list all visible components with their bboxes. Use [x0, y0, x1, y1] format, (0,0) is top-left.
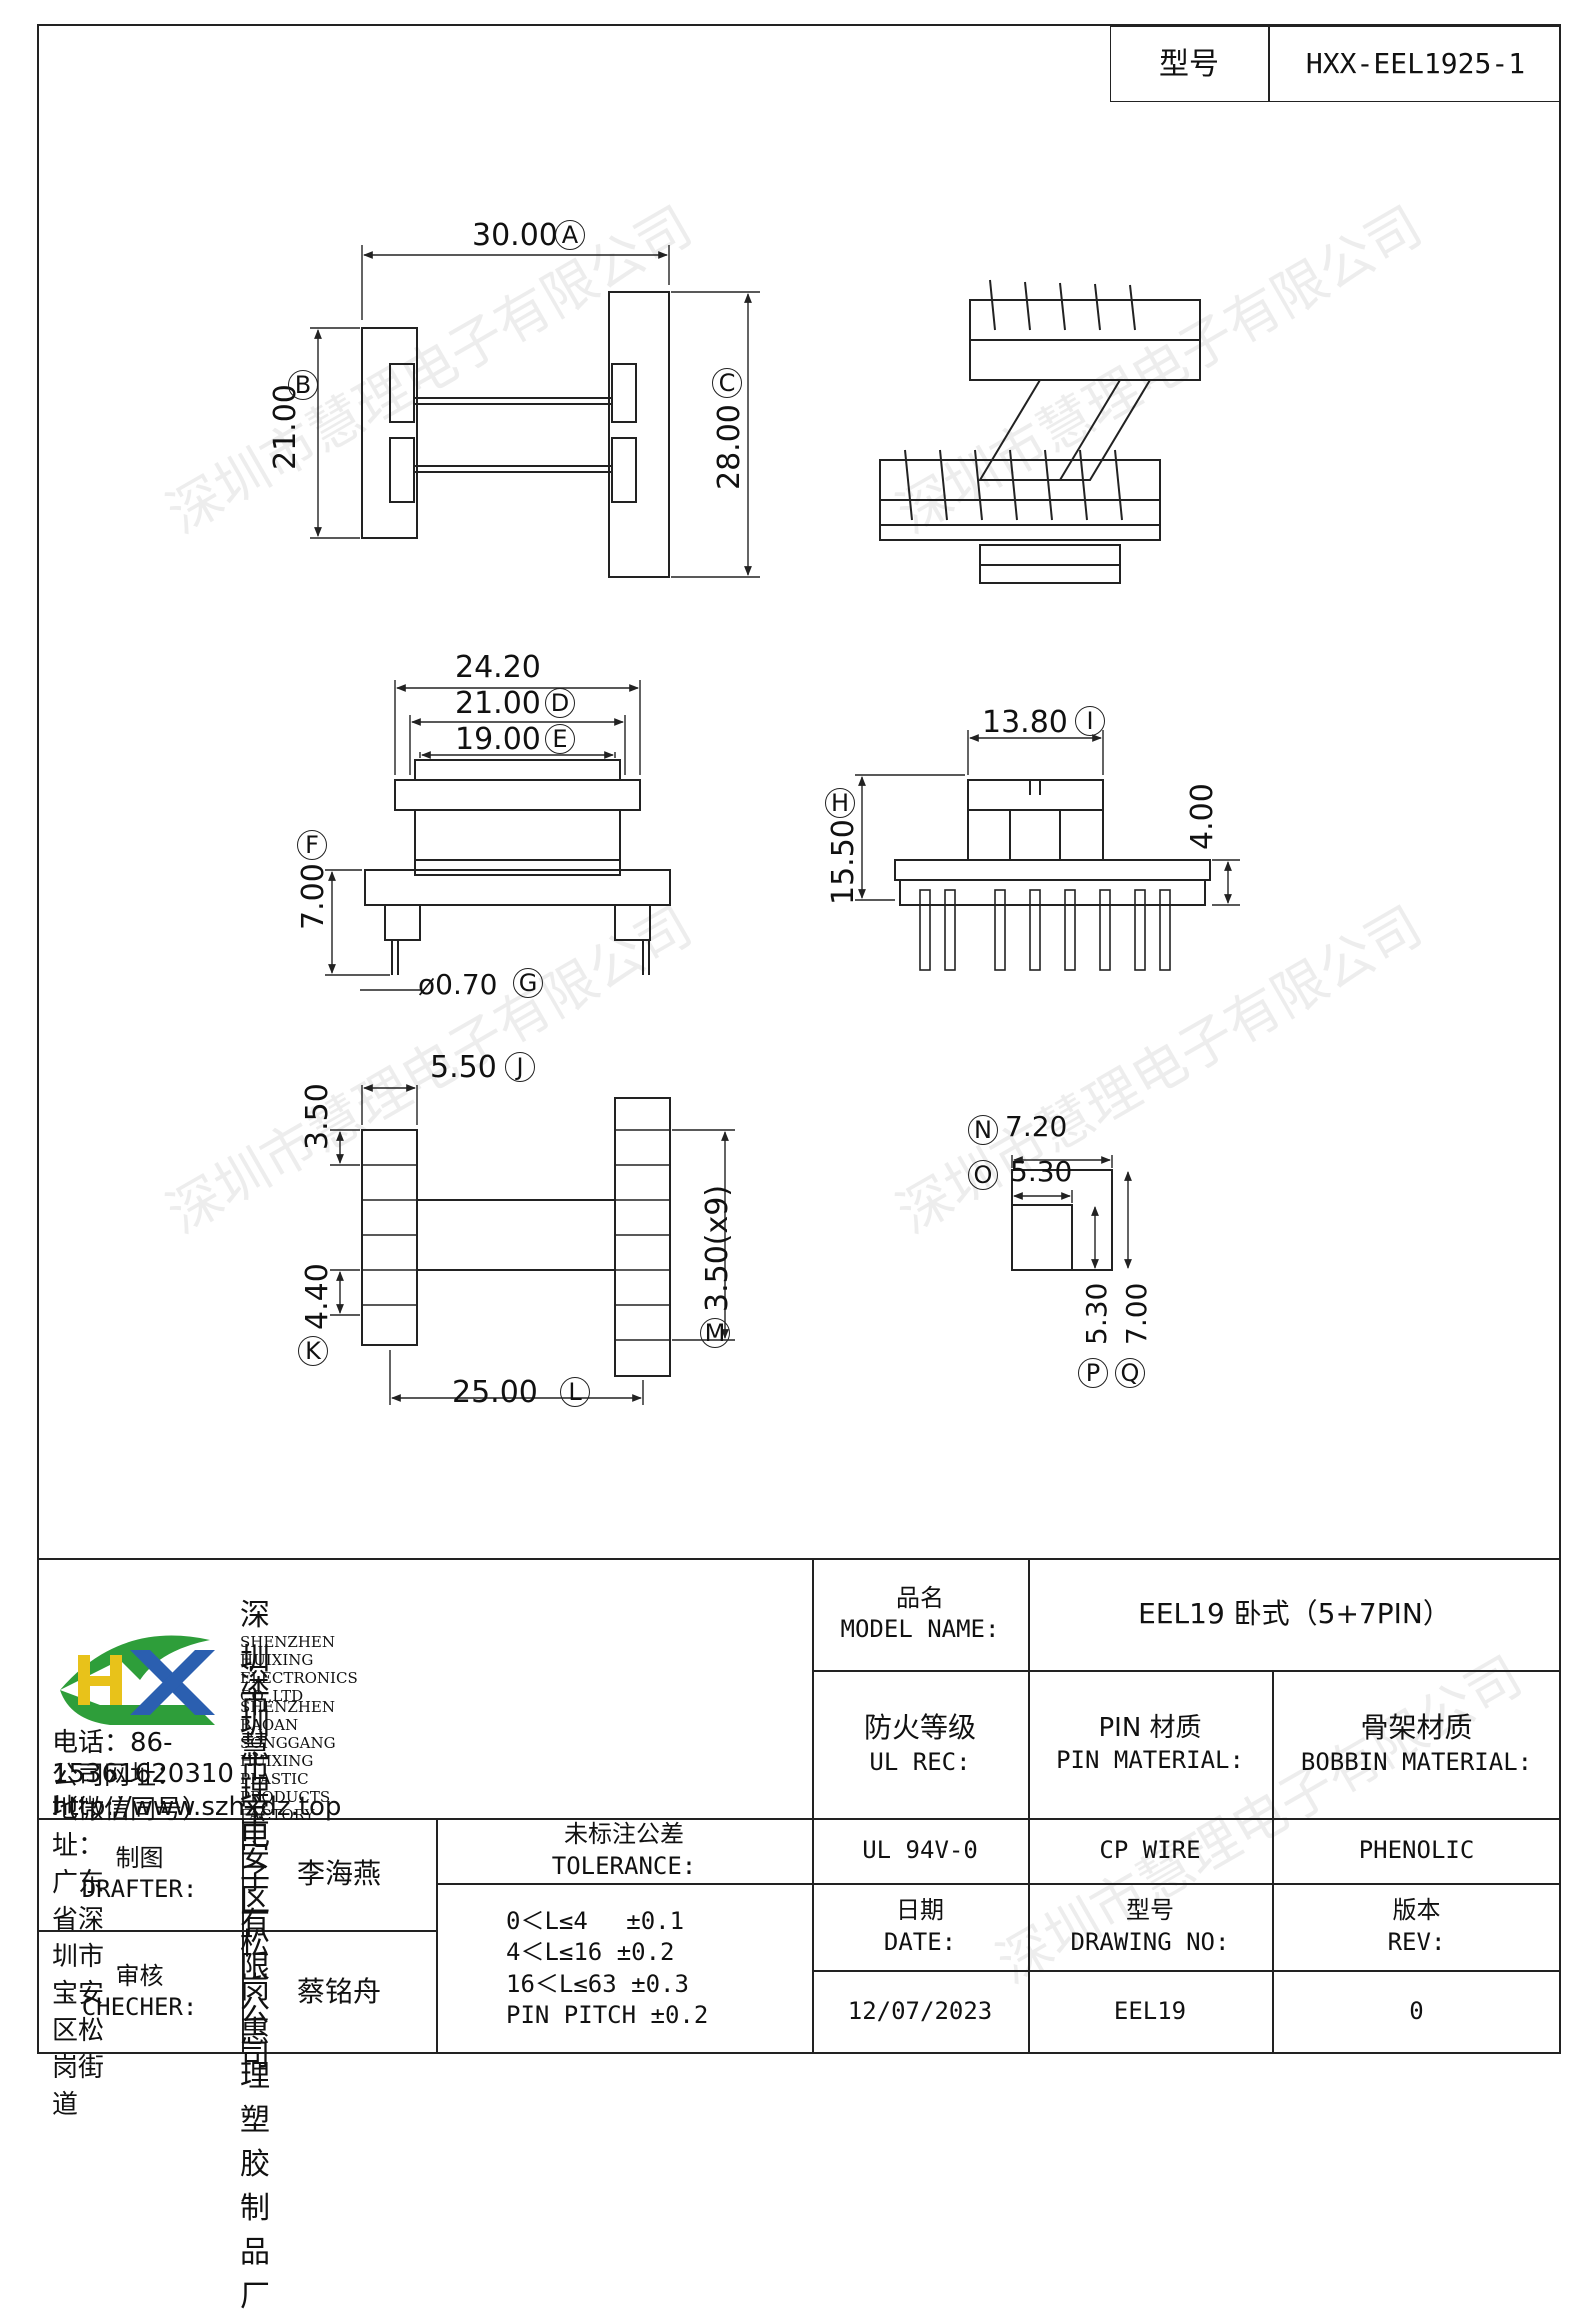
dim-l-label: L	[560, 1377, 590, 1407]
dim-pin-offset: 3.50	[300, 1083, 335, 1150]
dim-e-label: E	[545, 724, 575, 754]
company-name-cn: 深圳市慧理电子有限公司	[240, 1598, 270, 2073]
model-name-label-en: MODEL NAME:	[840, 1615, 1000, 1643]
dim-c-label: C	[712, 368, 742, 398]
company-phone: 电话：86-15361620310（微信同号）	[52, 1728, 234, 1825]
tolerance-row: 0＜L≤4 ±0.1	[506, 1907, 685, 1936]
dim-m-label: M	[700, 1318, 730, 1348]
left-flange	[361, 327, 418, 539]
dim-p-value: 5.30	[1080, 1282, 1113, 1345]
drawing-frame	[37, 24, 1561, 2054]
dim-k-label: K	[298, 1336, 328, 1366]
dim-a-label: A	[555, 220, 585, 250]
tolerance-row: 4＜L≤16 ±0.2	[506, 1938, 675, 1967]
dimension-labels: 30.00 A 21.00 B 28.00 C 24.20 21.00 D 19…	[268, 218, 1220, 1410]
front-view	[325, 680, 671, 991]
top-view	[310, 245, 760, 578]
dim-e-value: 19.00	[455, 722, 541, 757]
side-view	[855, 730, 1240, 971]
dim-d-label: D	[545, 688, 575, 718]
section-view	[1011, 1155, 1132, 1271]
left-window-lower	[389, 437, 415, 503]
right-flange	[608, 291, 670, 578]
dim-j-label: J	[505, 1052, 535, 1082]
dim-f-value: 7.00	[296, 863, 331, 930]
dim-l-value: 25.00	[452, 1375, 538, 1410]
right-window-upper	[611, 363, 637, 423]
header-model-label: 型号	[1159, 46, 1219, 82]
factory-name-en: SHENZHEN BAOAN SONGGANG HUIXING PLASTIC …	[240, 1698, 336, 1824]
date-value: 12/07/2023	[847, 1997, 993, 2026]
pin-material-value: CP WIRE	[1099, 1835, 1201, 1864]
dim-i-label: I	[1075, 706, 1105, 736]
dim-g-label: G	[513, 968, 543, 998]
dim-p-label: P	[1078, 1358, 1108, 1388]
dim-i-value: 13.80	[982, 705, 1068, 740]
header-model-value: HXX-EEL1925-1	[1305, 46, 1526, 80]
tolerance-table: 0＜L≤4 ±0.1 4＜L≤16 ±0.2 16＜L≤63 ±0.3 PIN …	[436, 1883, 812, 2054]
bottom-view	[330, 1084, 735, 1405]
bobbin-material-label: 骨架材质 BOBBIN MATERIAL:	[1300, 1711, 1533, 1776]
model-name-value: EEL19 卧式（5+7PIN）	[1138, 1596, 1451, 1630]
model-name-label-cn: 品名	[896, 1583, 944, 1612]
dim-g-value: ø0.70	[418, 968, 498, 1001]
rev-label: 版本 REV:	[1387, 1896, 1446, 1956]
dim-h-value: 15.50	[826, 819, 861, 905]
company-name-en: SHENZHEN HUIXING ELECTRONICS CO.,LTD	[240, 1633, 358, 1705]
company-website: 公司网址：http://www.szhxdz.top	[52, 1761, 342, 1822]
dim-a-value: 30.00	[472, 218, 558, 253]
tolerance-label: 未标注公差 TOLERANCE:	[551, 1820, 697, 1880]
dim-q-label: Q	[1115, 1358, 1145, 1388]
ul-label: 防火等级 UL REC:	[863, 1711, 976, 1776]
drawing-no-value: EEL19	[1113, 1997, 1187, 2026]
dim-q-value: 7.00	[1120, 1282, 1153, 1345]
dim-d-value: 21.00	[455, 686, 541, 721]
dim-overall-width: 24.20	[455, 650, 541, 685]
dim-b-label: B	[288, 370, 318, 400]
drafter-label: 制图 DRAFTER:	[81, 1843, 198, 1903]
company-logo	[60, 1635, 215, 1725]
header-model-box	[1110, 26, 1561, 102]
dim-k-value: 4.40	[300, 1263, 335, 1330]
dim-h-label: H	[825, 788, 855, 818]
drawing-no-label: 型号 DRAWING NO:	[1070, 1896, 1230, 1956]
date-label: 日期 DATE:	[883, 1896, 957, 1956]
left-window-upper	[389, 363, 415, 423]
technical-drawing	[60, 245, 1240, 1725]
dim-n-value: 7.20	[1005, 1110, 1068, 1143]
drafter-value: 李海燕	[296, 1856, 381, 1890]
tolerance-row: 16＜L≤63 ±0.3	[506, 1969, 689, 1998]
bobbin-material-value: PHENOLIC	[1358, 1835, 1475, 1864]
tolerance-row: PIN PITCH ±0.2	[506, 2000, 709, 2029]
dim-pin-height: 4.00	[1185, 783, 1220, 850]
dim-o-label: O	[968, 1160, 998, 1190]
checker-label: 审核 CHECHER:	[81, 1961, 198, 2021]
pin-material-label: PIN 材质 PIN MATERIAL:	[1056, 1712, 1244, 1775]
dim-o-value: 5.30	[1010, 1155, 1073, 1188]
dim-n-label: N	[968, 1115, 998, 1145]
rev-value: 0	[1409, 1997, 1424, 2026]
dim-j-value: 5.50	[430, 1050, 497, 1085]
dim-f-label: F	[297, 830, 327, 860]
header-divider	[1268, 26, 1270, 102]
right-window-lower	[611, 437, 637, 503]
checker-value: 蔡铭舟	[296, 1974, 381, 2008]
model-name-label: 品名 MODEL NAME:	[812, 1558, 1028, 1670]
dim-c-value: 28.00	[712, 404, 747, 490]
ul-value: UL 94V-0	[862, 1835, 978, 1864]
dim-m-value: 3.50(x9)	[700, 1184, 735, 1312]
isometric-view	[879, 279, 1201, 584]
